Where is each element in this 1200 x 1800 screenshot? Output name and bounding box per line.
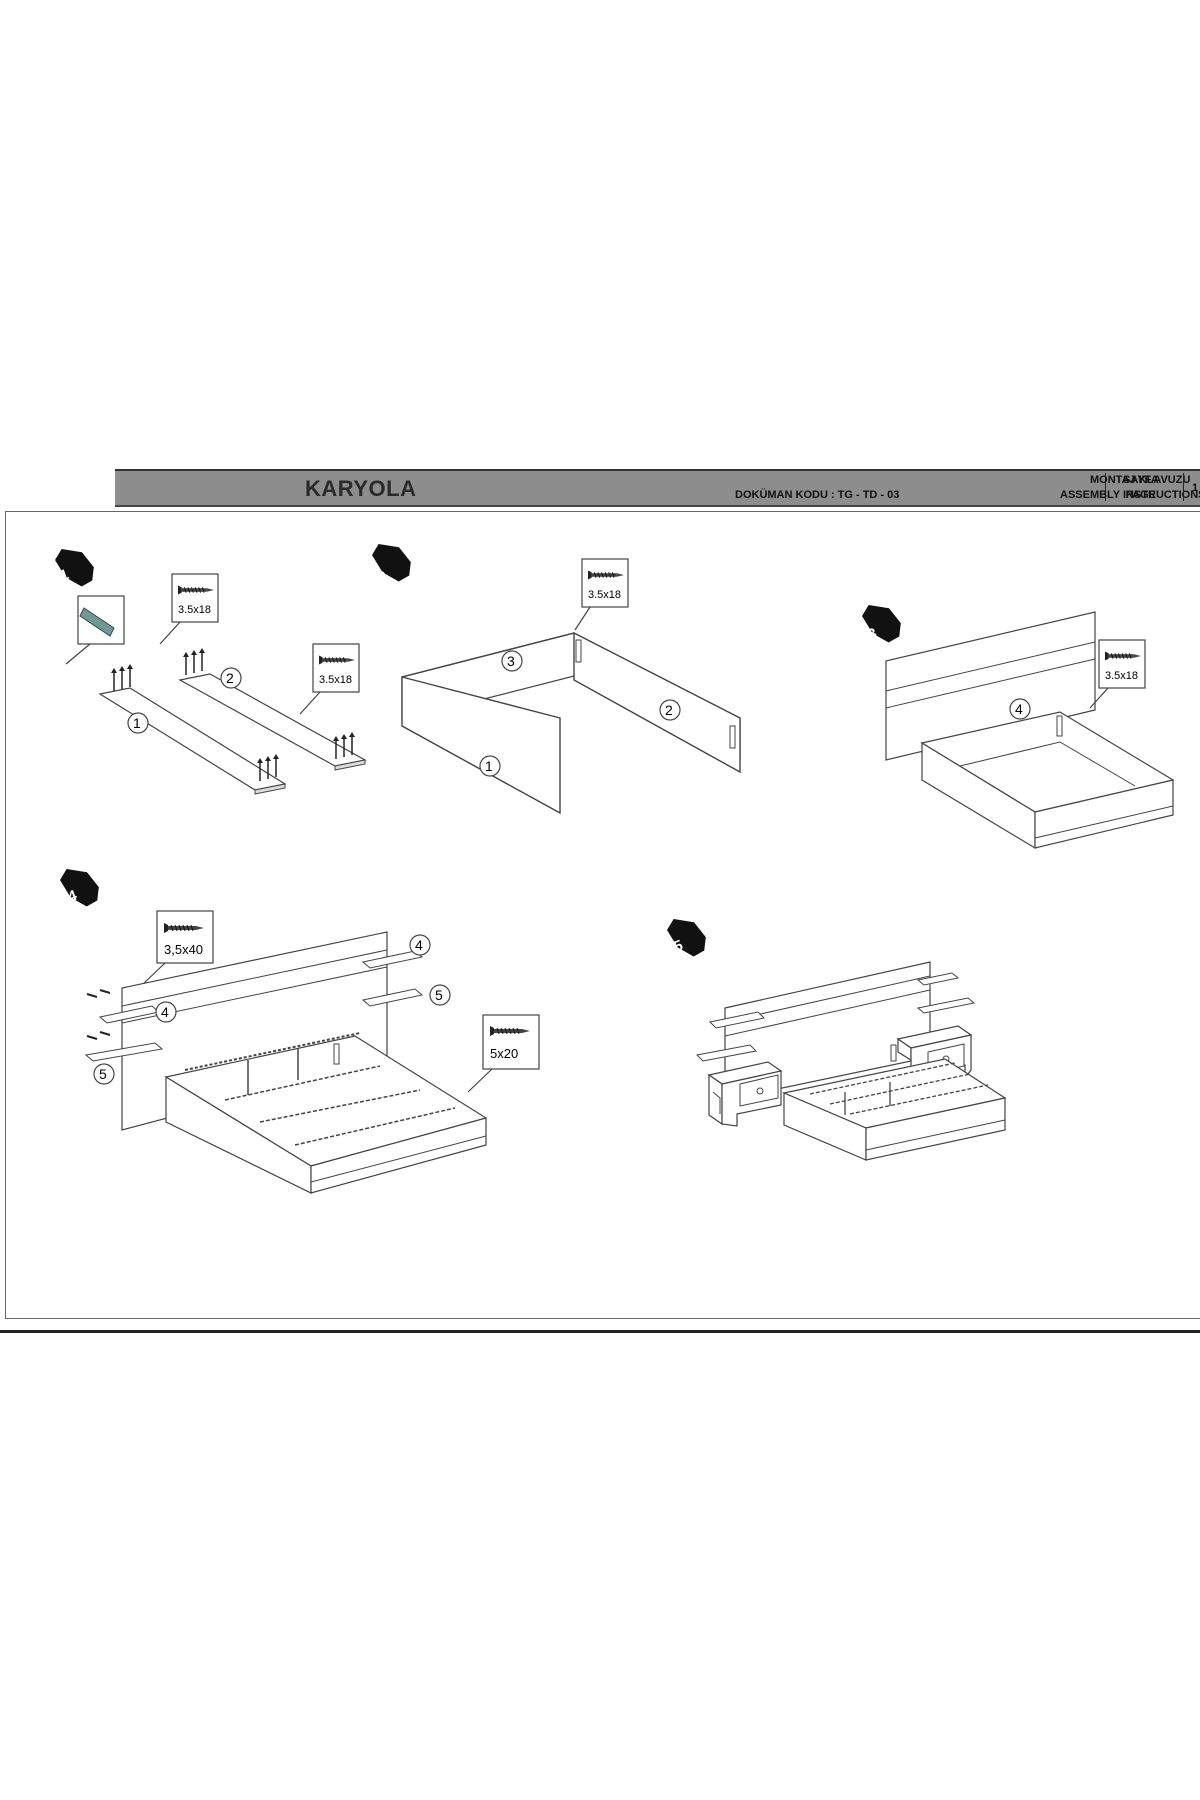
part-label-5a-text: 5 <box>435 987 443 1003</box>
screw-callout-4a: 3,5x40 <box>141 910 214 986</box>
step-2-hand-icon <box>372 544 411 582</box>
rail-part-1 <box>98 663 287 795</box>
part-label-1-text: 1 <box>133 715 141 731</box>
part-label-1b-text: 1 <box>485 758 493 774</box>
screw-callout-3: 3.5x18 <box>1089 639 1146 709</box>
step-1: 1 3.5x18 3.5x18 <box>55 549 367 795</box>
guide-label-en-1: ASSEMBLY <box>1060 489 1120 501</box>
screw-label-4a: 3,5x40 <box>164 942 203 957</box>
bottom-rule <box>0 1330 1200 1333</box>
screw-label-1b: 3.5x18 <box>319 674 352 686</box>
part-label-4a-text: 4 <box>415 937 423 953</box>
screw-label-1a: 3.5x18 <box>178 604 211 616</box>
part-label-4: 4 <box>1009 698 1031 720</box>
nightstand-left <box>707 1061 783 1127</box>
step-3: 3 3.5x18 4 <box>862 605 1175 850</box>
part-label-1: 1 <box>127 712 149 734</box>
page-label: SAYFA PAGE <box>1123 473 1159 503</box>
part-label-1b: 1 <box>479 755 501 777</box>
screw-callout-1a: 3.5x18 <box>159 573 219 645</box>
part-label-4-text: 4 <box>1015 701 1023 717</box>
headboard <box>885 611 1096 761</box>
document-header: KARYOLA DOKÜMAN KODU : TG - TD - 03 MONT… <box>115 469 1200 507</box>
part-label-2b-text: 2 <box>665 702 673 718</box>
part-label-5b: 5 <box>93 1063 115 1085</box>
guide-label-en-2: INSTRUCTIONS <box>1122 489 1200 501</box>
bed-frame-step-3 <box>920 711 1175 850</box>
step-5: 5 <box>667 919 1007 1161</box>
header-separator <box>1105 473 1106 501</box>
screw-callout-4b: 5x20 <box>467 1014 540 1093</box>
document-title: KARYOLA <box>305 476 417 501</box>
guide-label: MONTAJ KLAVUZU ASSEMBLY INSTRUCTIONS <box>945 473 1200 503</box>
document-code: DOKÜMAN KODU : TG - TD - 03 <box>735 489 900 501</box>
step-5-hand-icon <box>667 919 706 957</box>
step-4-hand-icon <box>60 869 99 907</box>
page-number: 1 <box>1192 482 1199 494</box>
part-label-3: 3 <box>501 650 523 672</box>
screw-callout-1b: 3.5x18 <box>299 643 360 715</box>
step-1-hand-icon <box>55 549 94 587</box>
rail-part-2 <box>178 647 367 771</box>
shelf-panels-step-4 <box>84 950 424 1062</box>
guide-label-en: ASSEMBLY INSTRUCTIONS <box>945 488 1200 503</box>
frame-assembly <box>401 631 741 815</box>
part-label-4b-text: 4 <box>161 1004 169 1020</box>
bed-frame-step-5 <box>782 1058 1007 1161</box>
part-label-2b: 2 <box>659 699 681 721</box>
guide-label-tr: MONTAJ KLAVUZU <box>1090 474 1191 486</box>
part-label-4a: 4 <box>409 934 431 956</box>
step-4: 4 3,5x40 4 5 4 <box>60 869 540 1194</box>
screw-label-2: 3.5x18 <box>588 589 621 601</box>
part-label-5b-text: 5 <box>99 1066 107 1082</box>
screw-label-3: 3.5x18 <box>1105 670 1138 682</box>
part-label-5a: 5 <box>429 984 451 1006</box>
bed-frame-step-4 <box>164 1032 488 1194</box>
page-label-en: PAGE <box>1125 489 1157 501</box>
step-2: 2 3.5x18 3 2 1 <box>372 544 741 815</box>
screw-callout-2: 3.5x18 <box>574 558 629 631</box>
part-label-2-text: 2 <box>226 670 234 686</box>
screw-label-4b: 5x20 <box>490 1046 518 1061</box>
part-label-2: 2 <box>220 667 242 689</box>
page-label-tr: SAYFA <box>1123 474 1159 486</box>
dowel-callout <box>65 595 125 665</box>
step-3-hand-icon <box>862 605 901 643</box>
part-label-3-text: 3 <box>507 653 515 669</box>
part-label-4b: 4 <box>155 1001 177 1023</box>
header-separator <box>1183 473 1184 501</box>
shelf-panels-step-5 <box>695 972 976 1062</box>
